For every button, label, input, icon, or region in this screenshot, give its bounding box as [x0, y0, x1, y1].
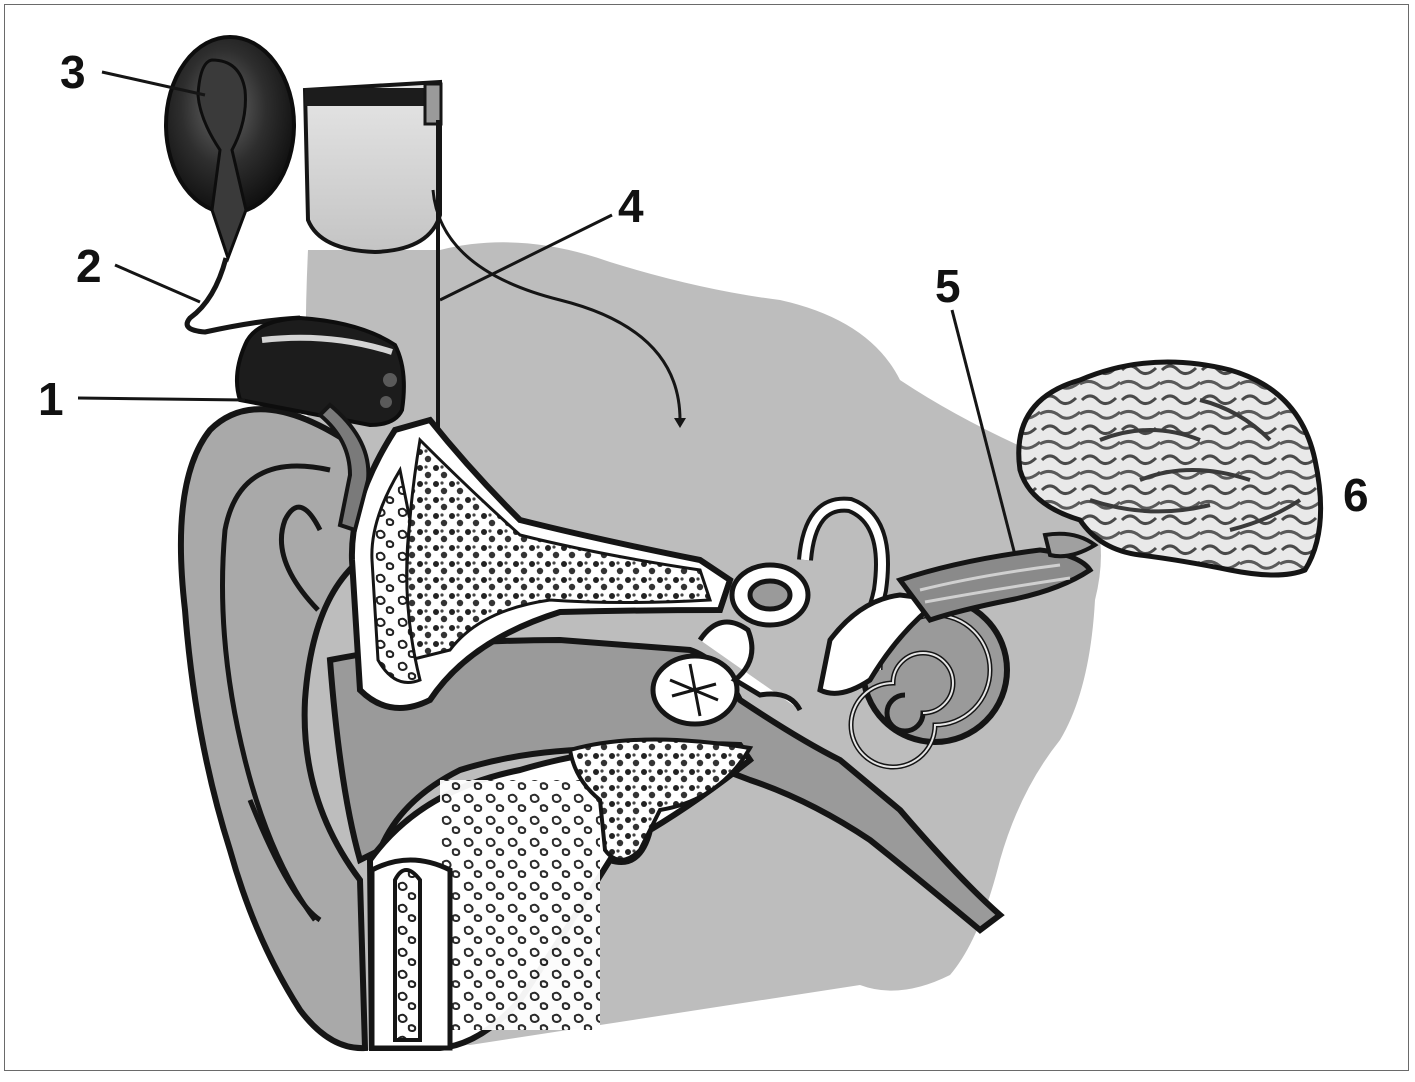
- transmitter-coil: [166, 37, 294, 258]
- label-4: 4: [618, 180, 644, 232]
- label-2: 2: [76, 240, 102, 292]
- lower-bone-texture: [440, 780, 600, 1030]
- label-6: 6: [1343, 469, 1369, 521]
- label-1: 1: [38, 373, 64, 425]
- implant-receiver: [305, 82, 441, 252]
- brain: [1019, 362, 1321, 575]
- label-3: 3: [60, 46, 86, 98]
- leader-line-1: [78, 398, 245, 400]
- leader-line-2: [115, 265, 200, 302]
- label-5: 5: [935, 260, 961, 312]
- neck-tube-inner: [395, 870, 420, 1040]
